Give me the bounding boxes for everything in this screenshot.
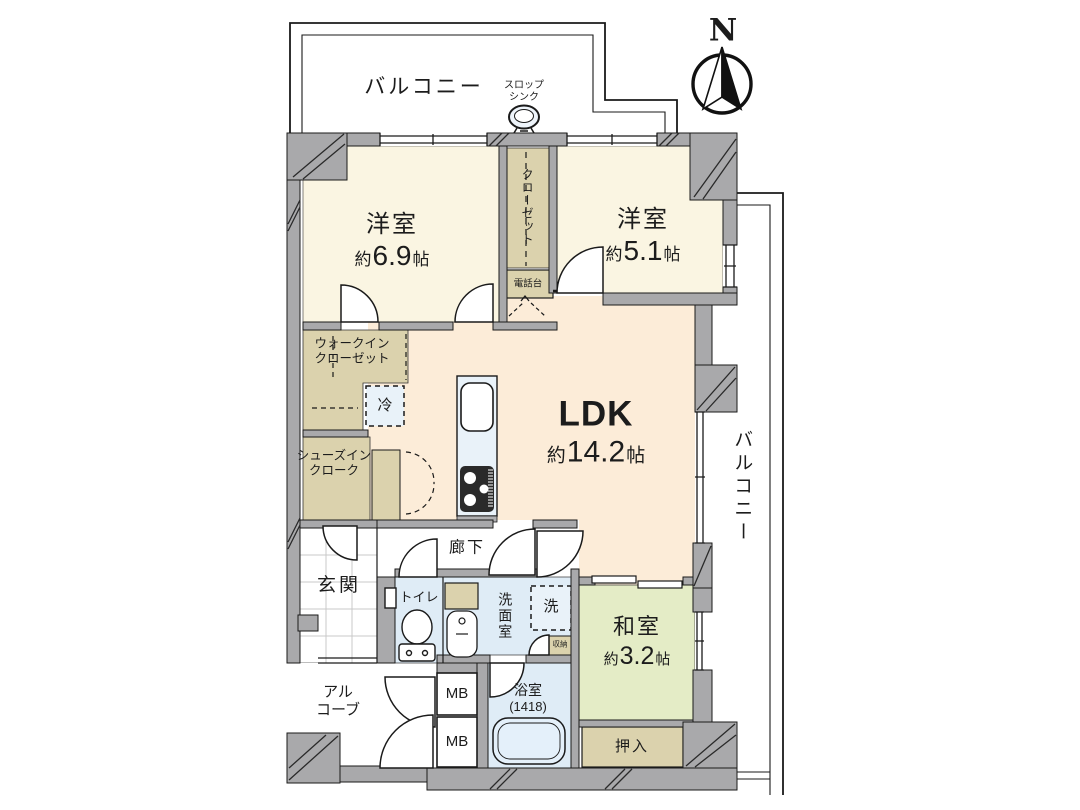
meter-box-2-label: MB bbox=[445, 733, 469, 751]
phone-stand-label: 電話台 bbox=[513, 278, 543, 290]
kitchen-counter bbox=[456, 375, 498, 523]
hallway-label: 廊下 bbox=[448, 539, 486, 557]
closet-label: クローゼット bbox=[520, 168, 535, 246]
oshiire-floor bbox=[581, 726, 684, 768]
stove-icon bbox=[460, 466, 494, 512]
bathtub-icon bbox=[492, 717, 566, 765]
fridge-label: 冷 bbox=[377, 397, 393, 415]
door-swings bbox=[322, 246, 604, 769]
shoes-cabinet bbox=[371, 449, 401, 521]
shoes-closet-label: シューズイン クローク bbox=[296, 448, 372, 477]
alcove-label: アル コーブ bbox=[315, 683, 361, 718]
toilet-icon bbox=[384, 587, 436, 662]
fridge-box bbox=[365, 385, 405, 427]
shoes-closet-floor bbox=[302, 436, 371, 523]
balcony-top bbox=[289, 22, 678, 133]
japanese-room-floor bbox=[578, 584, 696, 721]
oshiire-label: 押入 bbox=[614, 738, 650, 756]
meter-boxes bbox=[436, 672, 478, 768]
balcony-right bbox=[737, 192, 784, 795]
sliding-door bbox=[591, 575, 683, 589]
balcony-top-label: バルコニー bbox=[364, 75, 484, 99]
balcony-right-label: バルコニー bbox=[731, 429, 753, 545]
toilet-label: トイレ bbox=[399, 589, 439, 605]
slop-sink-icon bbox=[508, 104, 540, 134]
slop-sink-label: スロップ シンク bbox=[504, 80, 544, 103]
walkin-closet-label: ウォークイン クローゼット bbox=[314, 336, 390, 365]
washer-box bbox=[530, 585, 572, 631]
kitchen-sink-icon bbox=[460, 382, 494, 432]
entrance-label: 玄関 bbox=[316, 574, 362, 596]
washbasin-icon bbox=[444, 582, 479, 658]
washroom-label: 洗面室 bbox=[497, 592, 514, 640]
meter-box-1-label: MB bbox=[445, 685, 469, 703]
phone-stand-box bbox=[502, 269, 554, 299]
north-compass-icon bbox=[691, 46, 753, 115]
washer-label: 洗 bbox=[543, 598, 559, 616]
wall-hatches bbox=[287, 132, 737, 790]
windows bbox=[379, 133, 737, 671]
north-label: N bbox=[708, 12, 738, 49]
closet-floor bbox=[506, 147, 550, 269]
ldk-floor bbox=[368, 296, 695, 588]
storage-label: 収納 bbox=[552, 639, 568, 649]
bathroom-label: 浴室 (1418) bbox=[509, 682, 547, 714]
